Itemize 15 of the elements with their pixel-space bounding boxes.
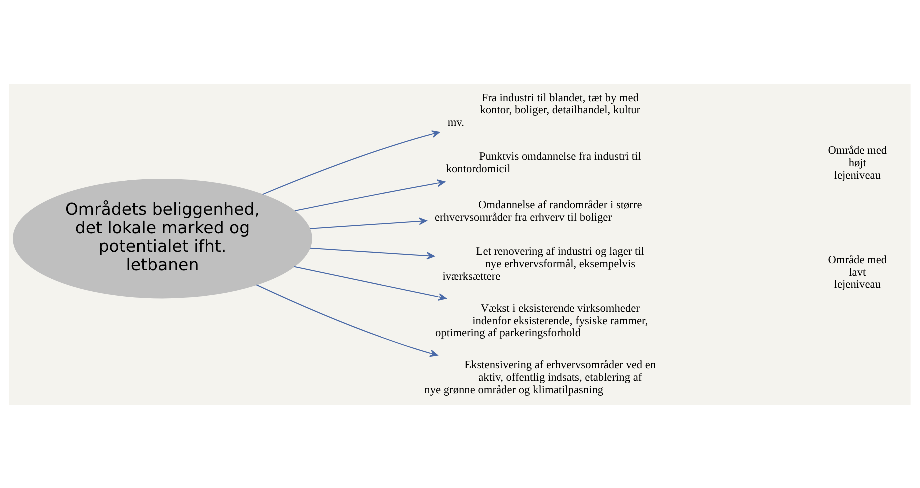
label: Område med højt lejeniveau (828, 144, 888, 182)
arrow (262, 130, 440, 195)
node-ellipse: Områdets beliggenhed, det lokale marked og potentialet ifht. letbanen (13, 178, 312, 298)
arrow (294, 179, 446, 212)
arrow (310, 247, 435, 260)
arrow (294, 266, 447, 300)
node-text: Omdannelse af randområder i større erhvervsområder fra erhverv til boliger (434, 199, 642, 224)
node-text: Vækst i eksisterende virksomheder indenfor eksisterende, fysiske rammer, optimering af parkeringsforhold (436, 302, 648, 340)
node-text: Punktvis omdannelse fra industri til kontordomicil (446, 150, 642, 176)
node-text: Ekstensivering af erhvervsområder ved en aktiv, offentlig indsats, etablering af nye grønne områder og klimatilpasning (424, 359, 656, 396)
arrow (256, 284, 438, 357)
node-text: Fra industri til blandet, tæt by med kontor, boliger, detailhandel, kultur mv. (448, 92, 641, 129)
arrow (310, 217, 428, 229)
node-text: Let renovering af industri og lager til nye erhvervsformål, eksempelvis iværksættere (442, 246, 645, 282)
label: Område med lavt lejeniveau (828, 254, 888, 291)
